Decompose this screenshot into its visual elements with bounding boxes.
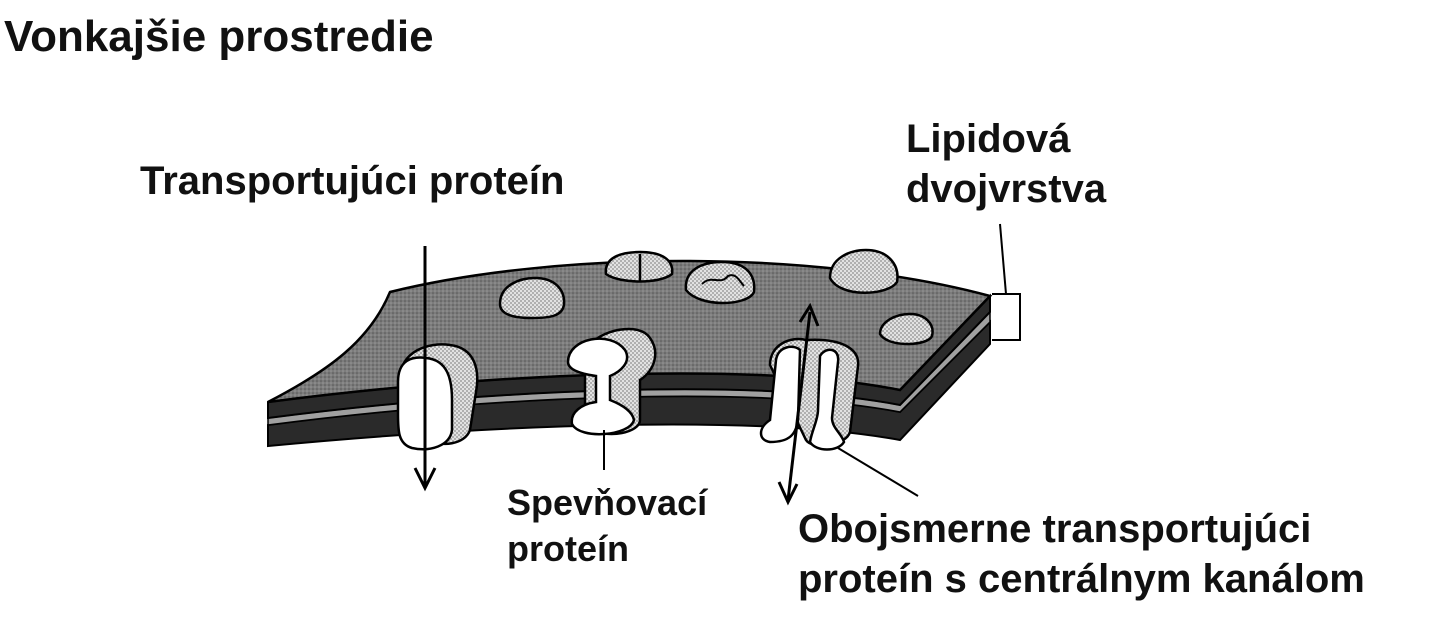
bidirectional-protein-label-line1: Obojsmerne transportujúci	[798, 507, 1312, 551]
bilayer-bracket	[992, 223, 1021, 341]
channel-leader-line	[837, 447, 919, 497]
lipid-bilayer-label-line1: Lipidová	[906, 117, 1071, 161]
channel-protein-shape	[759, 337, 860, 451]
lipid-bilayer-label: Lipidová dvojvrstva	[906, 114, 1106, 214]
bidirectional-protein-label-line2: proteín s centrálnym kanálom	[798, 557, 1365, 601]
anchoring-protein-shape	[566, 327, 657, 436]
bidirectional-arrow	[777, 302, 820, 506]
lipid-bilayer-label-line2: dvojvrstva	[906, 167, 1107, 211]
bidirectional-protein-label: Obojsmerne transportujúci proteín s cent…	[798, 504, 1365, 604]
transport-protein-label: Transportujúci proteín	[140, 159, 565, 203]
anchoring-protein-label: Spevňovací proteín	[507, 480, 707, 572]
anchoring-protein-label-line1: Spevňovací	[507, 482, 708, 523]
transport-protein-shape	[396, 343, 479, 451]
page-title: Vonkajšie prostredie	[4, 12, 434, 61]
anchoring-protein-label-line2: proteín	[507, 528, 629, 570]
surface-proteins	[498, 248, 934, 346]
transport-arrow	[413, 246, 437, 492]
